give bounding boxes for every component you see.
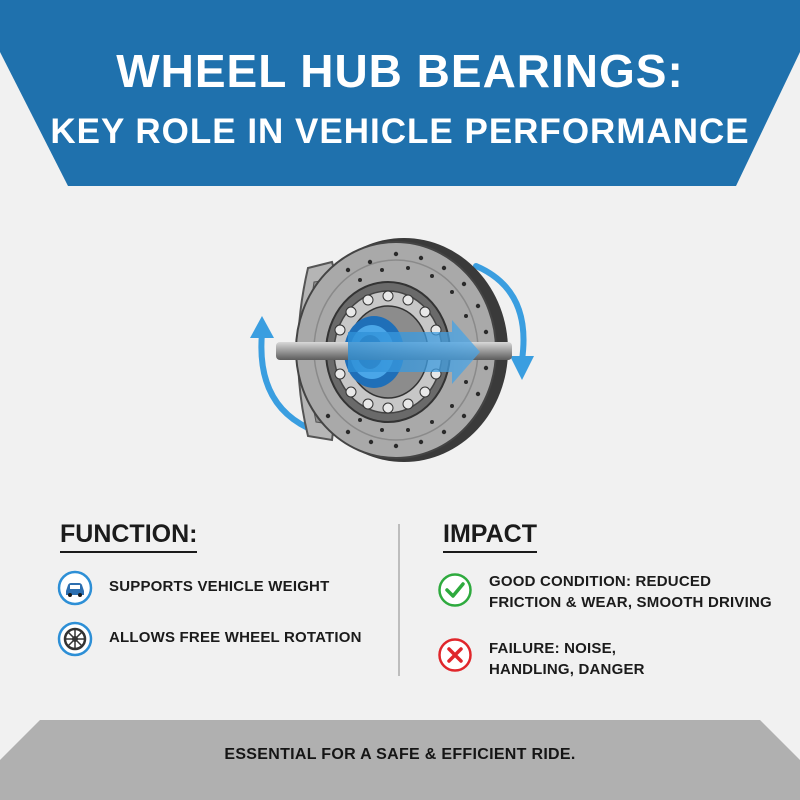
impact-item-failure-line2: HANDLING, DANGER xyxy=(489,661,645,678)
rotation-arrow-right xyxy=(473,263,534,380)
impact-item-good-line2: FRICTION & WEAR, SMOOTH DRIVING xyxy=(489,594,772,611)
impact-item-good: GOOD CONDITION: REDUCED FRICTION & WEAR,… xyxy=(489,571,779,613)
footer-band xyxy=(0,720,800,800)
x-circle-icon xyxy=(438,638,472,672)
impact-item-failure-line1: FAILURE: NOISE, xyxy=(489,640,617,657)
wheel-icon xyxy=(57,621,93,657)
header-banner xyxy=(0,0,800,186)
function-heading: FUNCTION: xyxy=(60,519,198,553)
impact-item-good-line1: GOOD CONDITION: REDUCED xyxy=(489,573,712,590)
rotation-arrow-left xyxy=(250,316,311,431)
impact-heading: IMPACT xyxy=(443,519,537,553)
function-item-rotation: ALLOWS FREE WHEEL ROTATION xyxy=(109,629,362,646)
check-circle-icon xyxy=(438,573,472,607)
section-divider xyxy=(398,524,400,676)
page-title: WHEEL HUB BEARINGS: xyxy=(116,45,684,97)
impact-item-failure: FAILURE: NOISE, HANDLING, DANGER xyxy=(489,638,739,680)
function-item-weight: SUPPORTS VEHICLE WEIGHT xyxy=(109,578,330,595)
car-icon xyxy=(57,570,93,606)
footer-text: ESSENTIAL FOR A SAFE & EFFICIENT RIDE. xyxy=(224,746,576,763)
force-arrow xyxy=(348,320,480,384)
page-subtitle: KEY ROLE IN VEHICLE PERFORMANCE xyxy=(50,112,750,151)
hub-bearing-illustration xyxy=(250,238,534,462)
